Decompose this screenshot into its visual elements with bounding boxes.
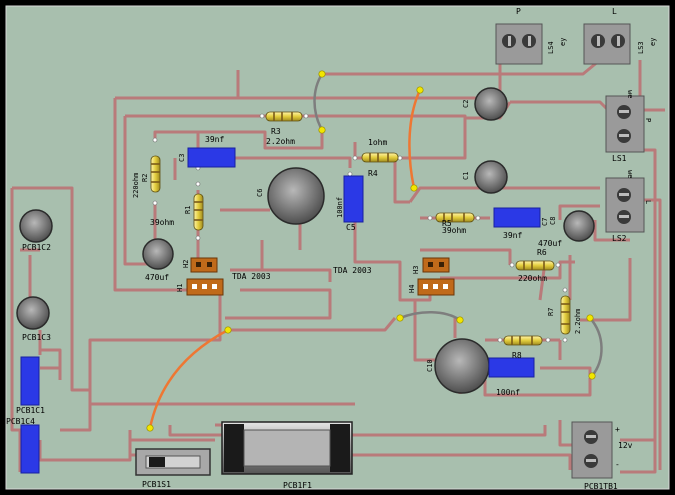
label-c5-value: 100nf <box>336 197 344 218</box>
terminal-block-ls2 <box>605 177 645 233</box>
label-ls2: LS2 <box>612 234 627 243</box>
resistor-bands-vertical <box>151 163 570 325</box>
label-c8-value: 470uf <box>538 239 562 248</box>
solder-pads <box>146 70 596 432</box>
label-c10: C10 <box>426 359 434 372</box>
resistors-vertical <box>150 155 571 335</box>
label-r6-value: 220ohm <box>518 274 547 283</box>
label-ls1-p: P <box>644 118 652 122</box>
label-h1: H1 <box>176 284 184 292</box>
film-capacitors <box>20 147 541 474</box>
label-pcb1s1: PCB1S1 <box>142 480 171 489</box>
label-c3: C3 <box>178 154 186 162</box>
label-r2-value: 220ohm <box>132 173 140 198</box>
label-pcb1c3: PCB1C3 <box>22 333 51 342</box>
switch-pcb1s1 <box>135 448 211 476</box>
terminal-block-ls1 <box>605 95 645 153</box>
label-pcb1f1: PCB1F1 <box>283 481 312 490</box>
jumper-wire-orange-bottom <box>148 328 229 429</box>
label-c8: C8 <box>549 217 557 225</box>
label-ls4: LS4 <box>547 41 555 54</box>
resistor-bands <box>273 112 545 345</box>
label-ls1: LS1 <box>612 154 627 163</box>
jumper-wire-r7 <box>589 317 603 377</box>
label-r3: R3 <box>271 127 281 136</box>
label-pcb1tb1: PCB1TB1 <box>584 482 618 491</box>
terminal-block-pcb1tb1 <box>571 421 613 479</box>
label-c7-value: 39nf <box>503 231 522 240</box>
jumper-wire-r3 <box>313 73 324 131</box>
label-ls4-pins: ey <box>559 38 567 46</box>
label-c3-value: 39nf <box>205 135 224 144</box>
label-c7: C7 <box>541 218 549 226</box>
terminal-block-l <box>583 23 631 65</box>
label-tb-plus: + <box>615 425 620 434</box>
label-ls2-w: we <box>626 170 634 178</box>
label-l-top: L <box>612 7 617 16</box>
header-h2 <box>190 257 218 273</box>
label-ls3-pins: ey <box>649 38 657 46</box>
label-c2: C2 <box>462 100 470 108</box>
header-h3 <box>422 257 450 273</box>
label-r5-value: 39ohm <box>442 226 466 235</box>
fuse-holder-pcb1f1 <box>221 421 353 475</box>
label-r1-value: 39ohm <box>150 218 174 227</box>
label-r7-value: 2.2ohm <box>574 309 582 334</box>
label-tb-minus: - <box>615 460 620 469</box>
label-r2: R2 <box>141 174 149 182</box>
label-c1: C1 <box>462 172 470 180</box>
label-pcb1c4: PCB1C4 <box>6 417 35 426</box>
label-c9-value: 100nf <box>496 388 520 397</box>
header-h4 <box>417 278 455 296</box>
header-h1 <box>186 278 224 296</box>
label-h4: H4 <box>408 285 416 293</box>
label-r4-value: 1ohm <box>368 138 387 147</box>
label-r1: R1 <box>184 206 192 214</box>
label-h3: H3 <box>412 266 420 274</box>
label-r8: R8 <box>512 351 522 360</box>
label-c6: C6 <box>256 189 264 197</box>
board-substrate <box>5 5 670 490</box>
label-c4-value: 470uf <box>145 273 169 282</box>
terminal-block-p <box>495 23 543 65</box>
jumper-wire-orange-top <box>408 89 422 189</box>
label-r4: R4 <box>368 169 378 178</box>
label-tb-12v: 12v <box>618 441 633 450</box>
jumper-wire-mid <box>399 311 461 322</box>
component-leads <box>152 113 568 343</box>
label-r5: R5 <box>442 219 452 228</box>
label-tda-left: TDA 2003 <box>232 272 271 281</box>
label-r6: R6 <box>537 248 547 257</box>
label-h2: H2 <box>182 260 190 268</box>
label-c5: C5 <box>346 223 356 232</box>
label-pcb1c1: PCB1C1 <box>16 406 45 415</box>
label-ls1-w: we <box>626 90 634 98</box>
label-ls3: LS3 <box>637 41 645 54</box>
electrolytic-capacitors <box>16 87 595 394</box>
label-r7: R7 <box>547 308 555 316</box>
label-pcb1c2: PCB1C2 <box>22 243 51 252</box>
label-r3-value: 2.2ohm <box>266 137 295 146</box>
label-tda-right: TDA 2003 <box>333 266 372 275</box>
label-ls2-l: L <box>644 200 652 204</box>
label-p: P <box>516 7 521 16</box>
